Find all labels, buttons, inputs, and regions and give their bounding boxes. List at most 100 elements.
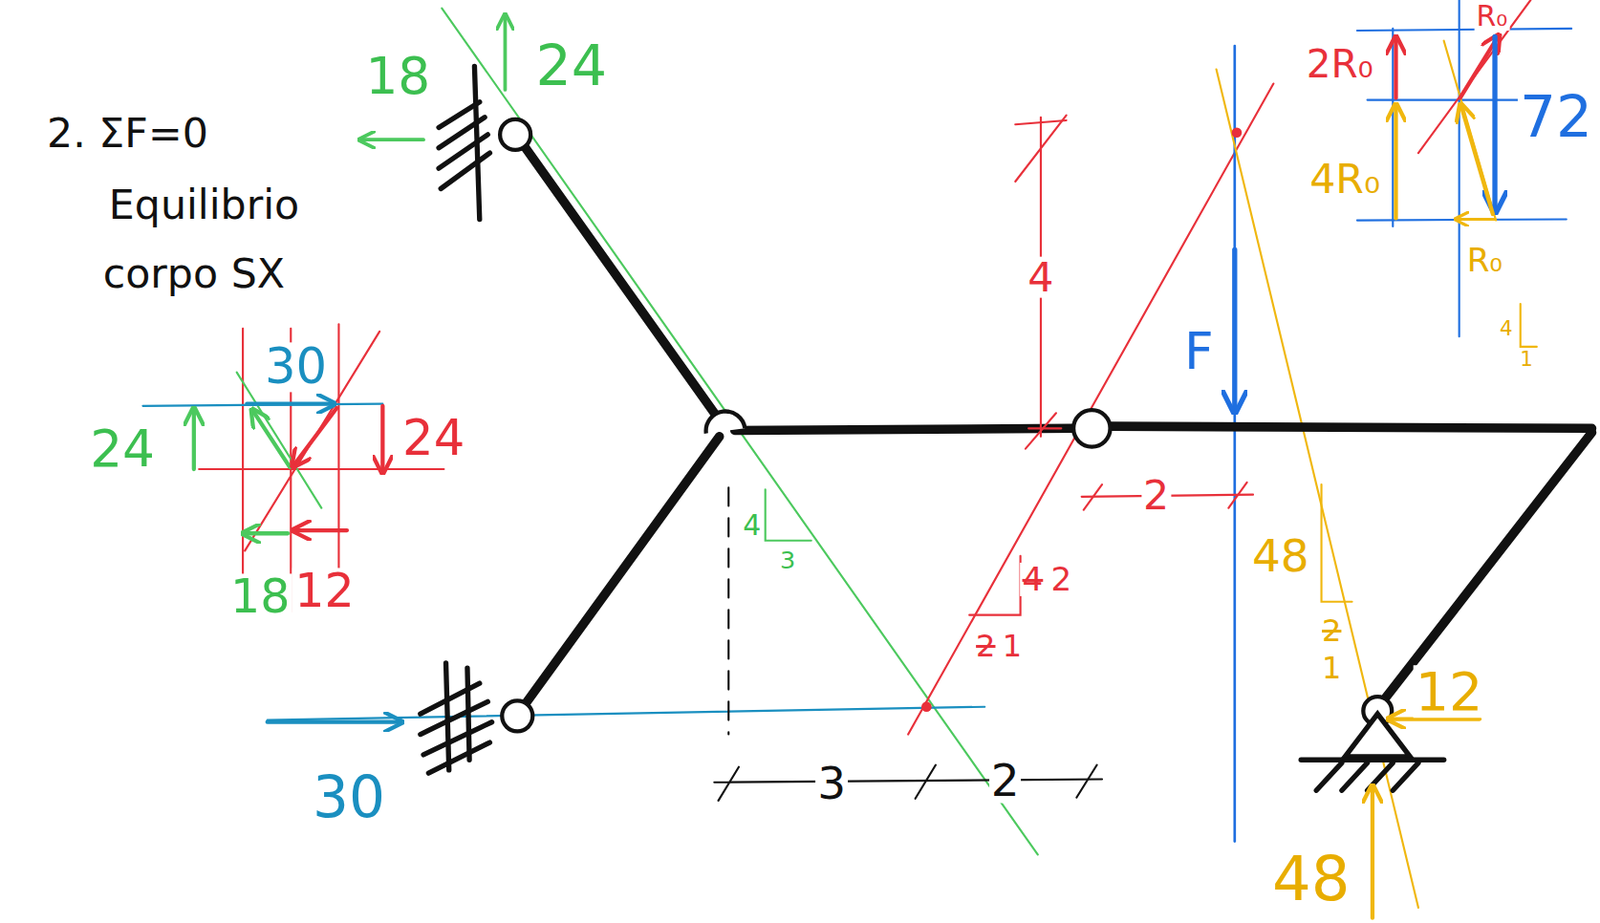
frame-members <box>1385 432 1593 699</box>
force-label: 2R₀ <box>1304 44 1376 85</box>
force-label: 18 <box>228 573 292 621</box>
dimension-lines <box>1083 484 1103 511</box>
supports <box>420 65 1445 791</box>
force-polygon-left <box>295 528 347 533</box>
dimension-lines <box>713 115 1536 801</box>
reaction-arrows <box>503 16 508 90</box>
force-label: 1 <box>1319 652 1343 684</box>
force-label: 4 <box>740 511 763 541</box>
dimension-lines <box>969 556 1020 616</box>
force-label: 3 <box>815 760 848 806</box>
force-label: 2 <box>973 630 997 662</box>
hinges <box>1073 410 1110 447</box>
reaction-arrows <box>361 137 424 142</box>
dimension-lines <box>1025 412 1057 449</box>
hinges <box>706 411 746 434</box>
reaction-arrows <box>267 16 1480 919</box>
supports <box>428 742 490 774</box>
supports <box>1341 762 1368 791</box>
dimension-lines <box>1228 482 1247 509</box>
supports <box>446 663 450 771</box>
dimension-lines <box>1015 115 1066 182</box>
force-label: 24 <box>400 413 467 463</box>
force-label: R₀ <box>1465 243 1505 277</box>
hinges <box>499 119 1392 732</box>
dimension-lines <box>1028 427 1061 430</box>
force-label: 2 <box>1141 474 1171 516</box>
hinges <box>501 700 533 732</box>
note-text: corpo SX <box>101 253 287 295</box>
force-polygon-right <box>1357 0 1572 337</box>
supports <box>440 152 490 189</box>
force-polygon-right <box>1357 28 1572 31</box>
force-polygon-left <box>192 410 196 470</box>
force-label: 48 <box>1270 848 1353 910</box>
force-label: 4R₀ <box>1307 157 1383 199</box>
force-polygon-left <box>293 408 337 466</box>
force-polygon-right <box>1458 0 1461 337</box>
supports <box>1300 757 1444 763</box>
force-label: F <box>1182 326 1216 378</box>
force-polygon-right <box>1357 218 1567 220</box>
hinges <box>499 119 531 151</box>
force-label: 12 <box>1413 665 1486 719</box>
force-label: R₀ <box>1473 1 1510 31</box>
force-label: 24 <box>87 423 157 475</box>
construction-lines <box>921 701 932 713</box>
force-polygon-left <box>244 531 288 536</box>
force-label: 30 <box>262 343 329 392</box>
force-polygon-right <box>1457 217 1496 221</box>
supports <box>423 722 493 756</box>
force-label: 4 <box>1497 318 1515 339</box>
force-label: 2 <box>989 757 1022 803</box>
force-polygon-left <box>253 410 290 468</box>
force-polygon-left <box>198 468 444 471</box>
force-polygon-right <box>1460 36 1499 98</box>
force-polygon-right <box>1391 28 1394 227</box>
force-label: 2 <box>1319 615 1343 647</box>
force-label: 48 <box>1250 533 1312 579</box>
dimension-lines <box>1321 484 1353 603</box>
construction-lines <box>267 8 1419 909</box>
dimension-lines <box>713 778 1103 782</box>
construction-lines <box>908 84 1274 736</box>
force-label: 72 <box>1517 88 1595 147</box>
reaction-arrows <box>1232 250 1237 411</box>
dimension-lines <box>727 487 730 735</box>
force-label: 2 <box>1048 562 1074 596</box>
force-polygon-right <box>1393 39 1398 99</box>
force-label: 3 <box>778 548 798 574</box>
note-text: Equilibrio <box>107 183 302 225</box>
force-label: 4 <box>1020 562 1046 596</box>
force-label: 18 <box>363 50 433 102</box>
force-polygon-left <box>237 372 323 509</box>
force-polygon-right <box>1418 0 1531 153</box>
supports <box>1316 762 1342 791</box>
force-label: 12 <box>292 568 356 616</box>
construction-lines <box>1232 127 1243 138</box>
dimension-lines <box>765 489 812 541</box>
force-label: 24 <box>533 38 609 95</box>
dimension-lines <box>1076 765 1097 799</box>
frame-members <box>525 148 720 421</box>
construction-lines <box>267 707 986 721</box>
reaction-arrows <box>267 720 401 725</box>
note-text: 2. ΣF=0 <box>44 111 211 153</box>
supports <box>1392 762 1419 791</box>
dimension-lines <box>718 767 739 801</box>
construction-lines <box>1232 45 1236 843</box>
force-label: 4 <box>1025 257 1056 299</box>
force-polygon-left <box>380 406 385 472</box>
frame-members <box>525 148 1593 705</box>
force-polygon-right <box>1444 41 1496 221</box>
force-label: 1 <box>1517 348 1536 369</box>
force-polygon-right <box>1461 106 1493 215</box>
force-polygon-right <box>1393 106 1398 218</box>
reaction-arrows <box>1370 787 1375 919</box>
construction-lines <box>1216 69 1419 909</box>
force-polygon-left <box>244 331 380 551</box>
dimension-lines <box>1520 303 1537 347</box>
dimension-lines <box>915 765 936 800</box>
